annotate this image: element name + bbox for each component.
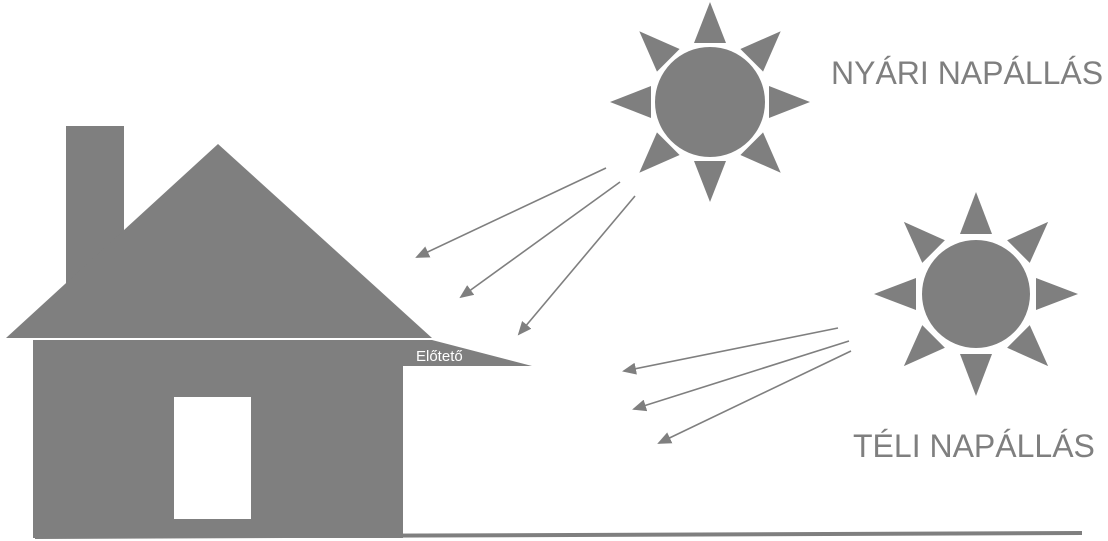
winter-ray-arrow [657,350,852,444]
summer-sun-icon [610,2,810,202]
winter-position-label: TÉLI NAPÁLLÁS [853,428,1095,464]
winter-ray-arrow [632,340,850,412]
summer-ray-arrow [459,181,621,299]
ground-line [34,531,1083,539]
summer-ray-arrow [415,167,607,258]
house [6,126,532,538]
summer-position-label: NYÁRI NAPÁLLÁS [831,55,1103,91]
house-door [174,397,251,519]
summer-ray-arrow [517,195,636,336]
canopy-label: Előtető [416,348,463,365]
summer-rays [415,167,636,336]
canopy [403,340,532,366]
winter-sun-icon [874,192,1078,396]
house-roof [6,144,432,338]
winter-ray-arrow [622,327,839,375]
winter-rays [622,327,852,444]
